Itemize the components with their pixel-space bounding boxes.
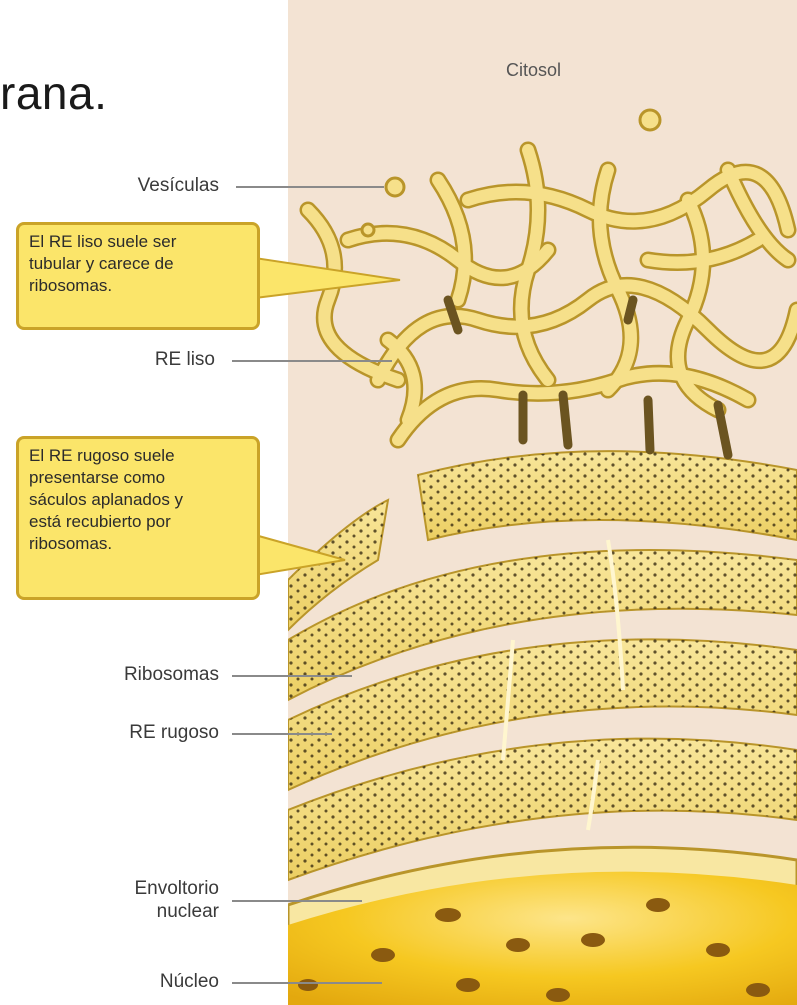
callout-rough-er-line2: presentarse como xyxy=(29,467,247,489)
callout-smooth-er: El RE liso suele ser tubular y carece de… xyxy=(16,222,260,330)
label-ribosomas: Ribosomas xyxy=(124,663,219,686)
cytosol-label: Citosol xyxy=(506,60,561,81)
label-envoltorio-line2: nuclear xyxy=(135,900,220,923)
callout-smooth-er-line3: ribosomas. xyxy=(29,275,247,297)
leader-re-rugoso xyxy=(232,733,332,735)
callout-rough-er-line5: ribosomas. xyxy=(29,533,247,555)
label-nucleo: Núcleo xyxy=(160,970,219,993)
callout-rough-er-line4: está recubierto por xyxy=(29,511,247,533)
callout-smooth-er-line2: tubular y carece de xyxy=(29,253,247,275)
label-envoltorio-nuclear: Envoltorio nuclear xyxy=(135,877,220,923)
leader-nucleo xyxy=(232,982,382,984)
label-envoltorio-line1: Envoltorio xyxy=(135,877,220,900)
leader-vesiculas xyxy=(236,186,384,188)
callout-rough-er-line3: sáculos aplanados y xyxy=(29,489,247,511)
heading-fragment: rana. xyxy=(0,66,107,120)
callout-rough-er-line1: El RE rugoso suele xyxy=(29,445,247,467)
label-re-rugoso: RE rugoso xyxy=(129,721,219,744)
leader-envoltorio xyxy=(232,900,362,902)
leader-re-liso xyxy=(232,360,392,362)
callout-smooth-er-line1: El RE liso suele ser xyxy=(29,231,247,253)
label-re-liso: RE liso xyxy=(155,348,215,371)
callout-rough-er: El RE rugoso suele presentarse como sácu… xyxy=(16,436,260,600)
leader-ribosomas xyxy=(232,675,352,677)
label-vesiculas: Vesículas xyxy=(138,174,219,197)
er-illustration xyxy=(288,0,797,1005)
